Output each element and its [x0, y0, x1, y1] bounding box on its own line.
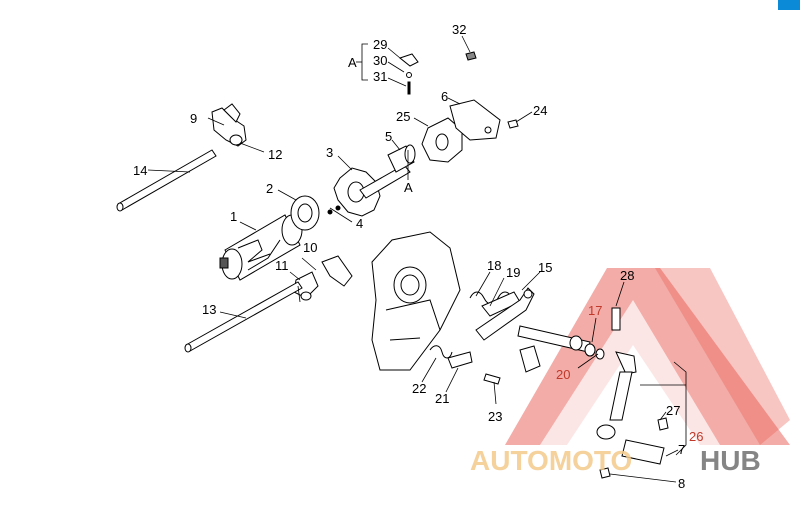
callout-14: 14 — [133, 163, 147, 178]
callout-30: 30 — [373, 53, 387, 68]
callout-22: 22 — [412, 381, 426, 396]
retaining-plate-6 — [449, 99, 501, 141]
shaft-14 — [116, 149, 217, 212]
shift-drum-1 — [219, 214, 303, 281]
callout-7: 7 — [678, 442, 685, 457]
watermark-text: AUTOMOTO HUB — [470, 445, 761, 476]
marker-a-bottom: A — [404, 180, 413, 195]
callout-19: 19 — [506, 265, 520, 280]
leader-lines — [147, 35, 687, 483]
watermark-part2: HUB — [700, 445, 761, 476]
callout-27: 27 — [666, 403, 680, 418]
shaft-13 — [184, 281, 303, 353]
small-parts-group — [398, 51, 519, 129]
callout-4: 4 — [356, 216, 363, 231]
shift-pedal — [596, 307, 669, 479]
callout-23: 23 — [488, 409, 502, 424]
spring-and-plate — [469, 287, 535, 341]
watermark-logo-graphic — [505, 268, 790, 445]
callout-25: 25 — [396, 109, 410, 124]
star-gear-3 — [333, 164, 411, 217]
callout-17: 17 — [588, 303, 602, 318]
callout-2: 2 — [266, 181, 273, 196]
marker-a-top: A — [348, 55, 357, 70]
callout-20: 20 — [556, 367, 570, 382]
callout-11: 11 — [275, 258, 289, 273]
callout-13: 13 — [202, 302, 216, 317]
callout-1: 1 — [230, 209, 237, 224]
callout-12: 12 — [268, 147, 282, 162]
callout-3: 3 — [326, 145, 333, 160]
watermark-part1: AUTOMOTO — [470, 445, 632, 476]
shift-forks-10-11 — [293, 255, 353, 301]
shift-shaft — [517, 325, 605, 360]
callout-6: 6 — [441, 89, 448, 104]
drum-gear-2 — [290, 195, 341, 231]
callout-15: 15 — [538, 260, 552, 275]
callout-8: 8 — [678, 476, 685, 491]
callout-5: 5 — [385, 129, 392, 144]
callout-29: 29 — [373, 37, 387, 52]
gear-plate-25 — [421, 117, 463, 163]
crankcase-section — [371, 231, 461, 371]
callout-26: 26 — [689, 429, 703, 444]
callout-21: 21 — [435, 391, 449, 406]
callout-10: 10 — [303, 240, 317, 255]
callout-31: 31 — [373, 69, 387, 84]
spool-5 — [387, 144, 416, 173]
callout-18: 18 — [487, 258, 501, 273]
shift-fork-9 — [211, 103, 247, 147]
callout-24: 24 — [533, 103, 547, 118]
callout-labels: 9 12 14 1 2 3 4 5 25 6 24 32 29 30 31 A … — [133, 22, 703, 491]
callout-28: 28 — [620, 268, 634, 283]
callout-9: 9 — [190, 111, 197, 126]
parts-21-22-23 — [429, 345, 541, 385]
callout-32: 32 — [452, 22, 466, 37]
corner-badge — [778, 0, 800, 10]
